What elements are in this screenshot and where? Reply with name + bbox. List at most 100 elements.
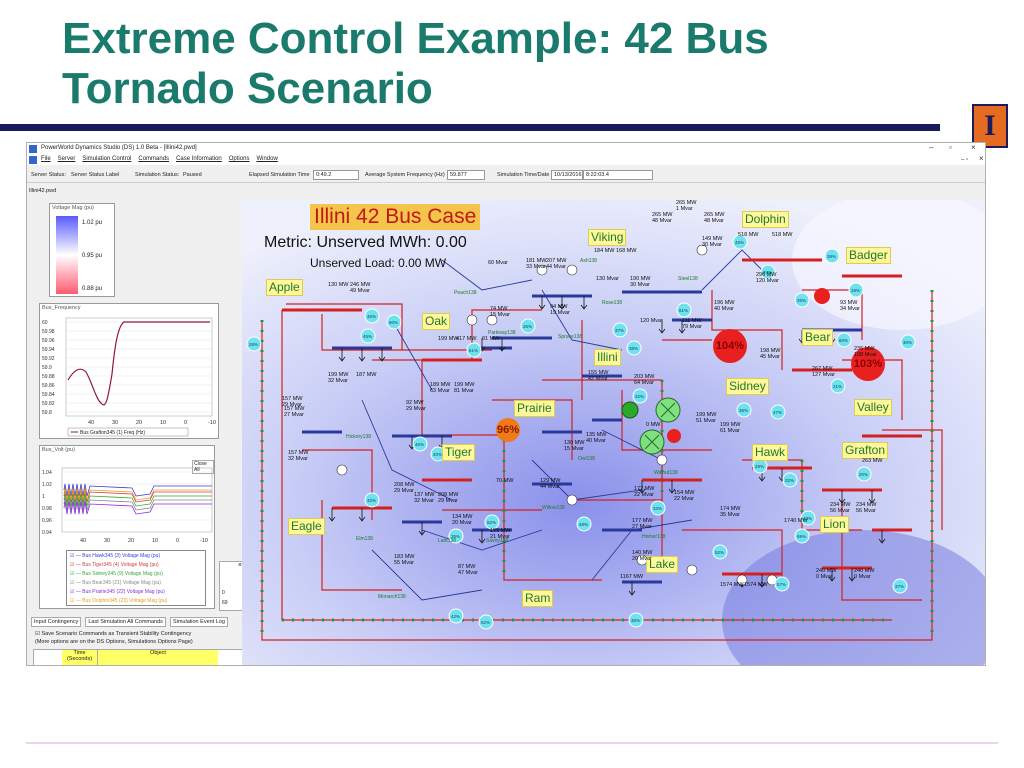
area-label-sidney[interactable]: Sidney <box>726 378 769 395</box>
save-scenario-option[interactable]: ☑ Save Scenario Commands as Transient St… <box>35 631 192 637</box>
col-time[interactable]: Time (Seconds) <box>62 650 98 665</box>
line-loading-badge[interactable] <box>628 612 644 628</box>
area-label-oak[interactable]: Oak <box>422 313 451 330</box>
menu-case-information[interactable]: Case Information <box>176 156 222 162</box>
bus-name[interactable]: Elm138 <box>356 536 373 542</box>
line-loading-badge[interactable] <box>770 404 786 420</box>
bus-name[interactable]: Lark138 <box>438 538 457 544</box>
line-loading-badge[interactable] <box>830 378 846 394</box>
close-icon[interactable]: × <box>971 143 976 152</box>
line-loading-badge[interactable] <box>626 340 642 356</box>
line-loading-badge[interactable] <box>774 576 790 592</box>
line-loading-badge[interactable] <box>848 282 864 298</box>
generator-symbol[interactable] <box>696 244 708 256</box>
generator-symbol[interactable] <box>736 574 748 586</box>
area-label-dolphin[interactable]: Dolphin <box>742 211 789 228</box>
area-label-apple[interactable]: Apple <box>266 279 303 296</box>
menu-window[interactable]: Window <box>256 156 278 162</box>
line-loading-badge[interactable] <box>800 510 816 526</box>
line-loading-badge[interactable] <box>520 318 536 334</box>
line-loading-badge[interactable] <box>736 402 752 418</box>
minimize-icon[interactable]: – <box>929 143 934 152</box>
area-label-lion[interactable]: Lion <box>820 516 849 533</box>
line-loading-badge[interactable] <box>732 234 748 250</box>
generator-symbol[interactable] <box>566 494 578 506</box>
menu-commands[interactable]: Commands <box>138 156 170 162</box>
line-loading-badge[interactable] <box>824 248 840 264</box>
menu-file[interactable]: File <box>41 156 51 162</box>
line-loading-badge[interactable] <box>892 578 908 594</box>
area-label-bear[interactable]: Bear <box>802 329 834 346</box>
overload-circle-tiger[interactable]: 96% <box>496 418 520 442</box>
area-label-tiger[interactable]: Tiger <box>442 444 475 461</box>
line-loading-badge[interactable] <box>364 492 380 508</box>
volt-legend-item[interactable]: ☑ — Bus Hawk345 (3) Voltage Mag (pu) <box>70 553 160 559</box>
generator-symbol[interactable] <box>566 264 578 276</box>
bus-name[interactable]: Steel138 <box>678 276 698 282</box>
bus-name[interactable]: Ash138 <box>580 258 597 264</box>
area-label-badger[interactable]: Badger <box>846 247 891 264</box>
col-object[interactable]: Object <box>98 650 218 665</box>
line-loading-badge[interactable] <box>364 308 380 324</box>
menu-options[interactable]: Options <box>228 156 250 162</box>
line-loading-badge[interactable] <box>900 334 916 350</box>
line-loading-badge[interactable] <box>386 314 402 330</box>
area-label-grafton[interactable]: Grafton <box>842 442 889 459</box>
generator-symbol[interactable] <box>686 564 698 576</box>
area-label-valley[interactable]: Valley <box>854 399 892 416</box>
generator-symbol[interactable] <box>536 264 548 276</box>
line-loading-badge[interactable] <box>466 342 482 358</box>
doc-close-icon[interactable]: × <box>979 154 984 163</box>
volt-legend-item[interactable]: ☑ — Bus Prairie345 (22) Voltage Mag (pu) <box>70 589 165 595</box>
bus-name[interactable]: Hickory138 <box>346 434 372 440</box>
area-label-ram[interactable]: Ram <box>522 590 554 607</box>
maximize-icon[interactable]: ▫ <box>949 143 952 152</box>
line-loading-badge[interactable] <box>760 264 776 280</box>
capacitor-symbol[interactable] <box>621 401 639 419</box>
bus-name[interactable]: Monarch138 <box>378 594 406 600</box>
close-all-button[interactable]: Close All <box>192 460 214 474</box>
overload-circle-sidney[interactable]: 104% <box>713 329 747 363</box>
bus-name[interactable]: Rose138 <box>602 300 623 306</box>
bus-name[interactable]: Peach138 <box>454 290 477 296</box>
bus-name[interactable]: Willow138 <box>542 505 565 511</box>
volt-legend-item[interactable]: ☑ — Bus Dolphin345 (23) Voltage Mag (pu) <box>70 598 167 604</box>
generator-symbol[interactable] <box>656 454 668 466</box>
area-label-lake[interactable]: Lake <box>646 556 679 573</box>
line-loading-badge[interactable] <box>794 528 810 544</box>
overload-circle-valley[interactable]: 103% <box>851 347 885 381</box>
line-loading-badge[interactable] <box>360 328 376 344</box>
menu-simulation-control[interactable]: Simulation Control <box>82 156 132 162</box>
menu-server[interactable]: Server <box>57 156 76 162</box>
line-loading-badge[interactable] <box>794 292 810 308</box>
line-loading-badge[interactable] <box>782 472 798 488</box>
line-loading-badge[interactable] <box>448 528 464 544</box>
bus-name[interactable]: Homer138 <box>642 534 666 540</box>
area-label-viking[interactable]: Viking <box>588 229 627 246</box>
line-loading-badge[interactable] <box>448 608 464 624</box>
generator-symbol[interactable] <box>466 314 478 326</box>
line-loading-badge[interactable] <box>412 436 428 452</box>
volt-legend-item[interactable]: ☑ — Bus Tiger345 (4) Voltage Mag (pu) <box>70 562 159 568</box>
area-label-illini[interactable]: Illini <box>594 349 621 366</box>
line-loading-badge[interactable] <box>612 322 628 338</box>
generator-symbol[interactable] <box>336 464 348 476</box>
side-close-icon[interactable]: × <box>237 562 242 569</box>
volt-legend-item[interactable]: ☑ — Bus Bear345 (21) Voltage Mag (pu) <box>70 580 161 586</box>
tab-input-contingency[interactable]: Input Contingency <box>31 617 82 627</box>
line-loading-badge[interactable] <box>632 388 648 404</box>
area-label-hawk[interactable]: Hawk <box>752 444 789 461</box>
bus-name[interactable]: Owl138 <box>578 456 595 462</box>
line-loading-badge[interactable] <box>576 516 592 532</box>
tab-last-simulation-all-commands[interactable]: Last Simulation All Commands <box>85 617 166 627</box>
line-loading-badge[interactable] <box>676 302 692 318</box>
line-loading-badge[interactable] <box>478 614 494 630</box>
line-loading-badge[interactable] <box>246 336 262 352</box>
line-loading-badge[interactable] <box>836 332 852 348</box>
line-loading-badge[interactable] <box>650 500 666 516</box>
line-loading-badge[interactable] <box>484 514 500 530</box>
volt-legend-item[interactable]: ☑ — Bus Sidney345 (9) Voltage Mag (pu) <box>70 571 163 577</box>
line-loading-badge[interactable] <box>856 466 872 482</box>
bus-name[interactable]: Parkway138 <box>488 330 516 336</box>
area-label-eagle[interactable]: Eagle <box>288 518 325 535</box>
